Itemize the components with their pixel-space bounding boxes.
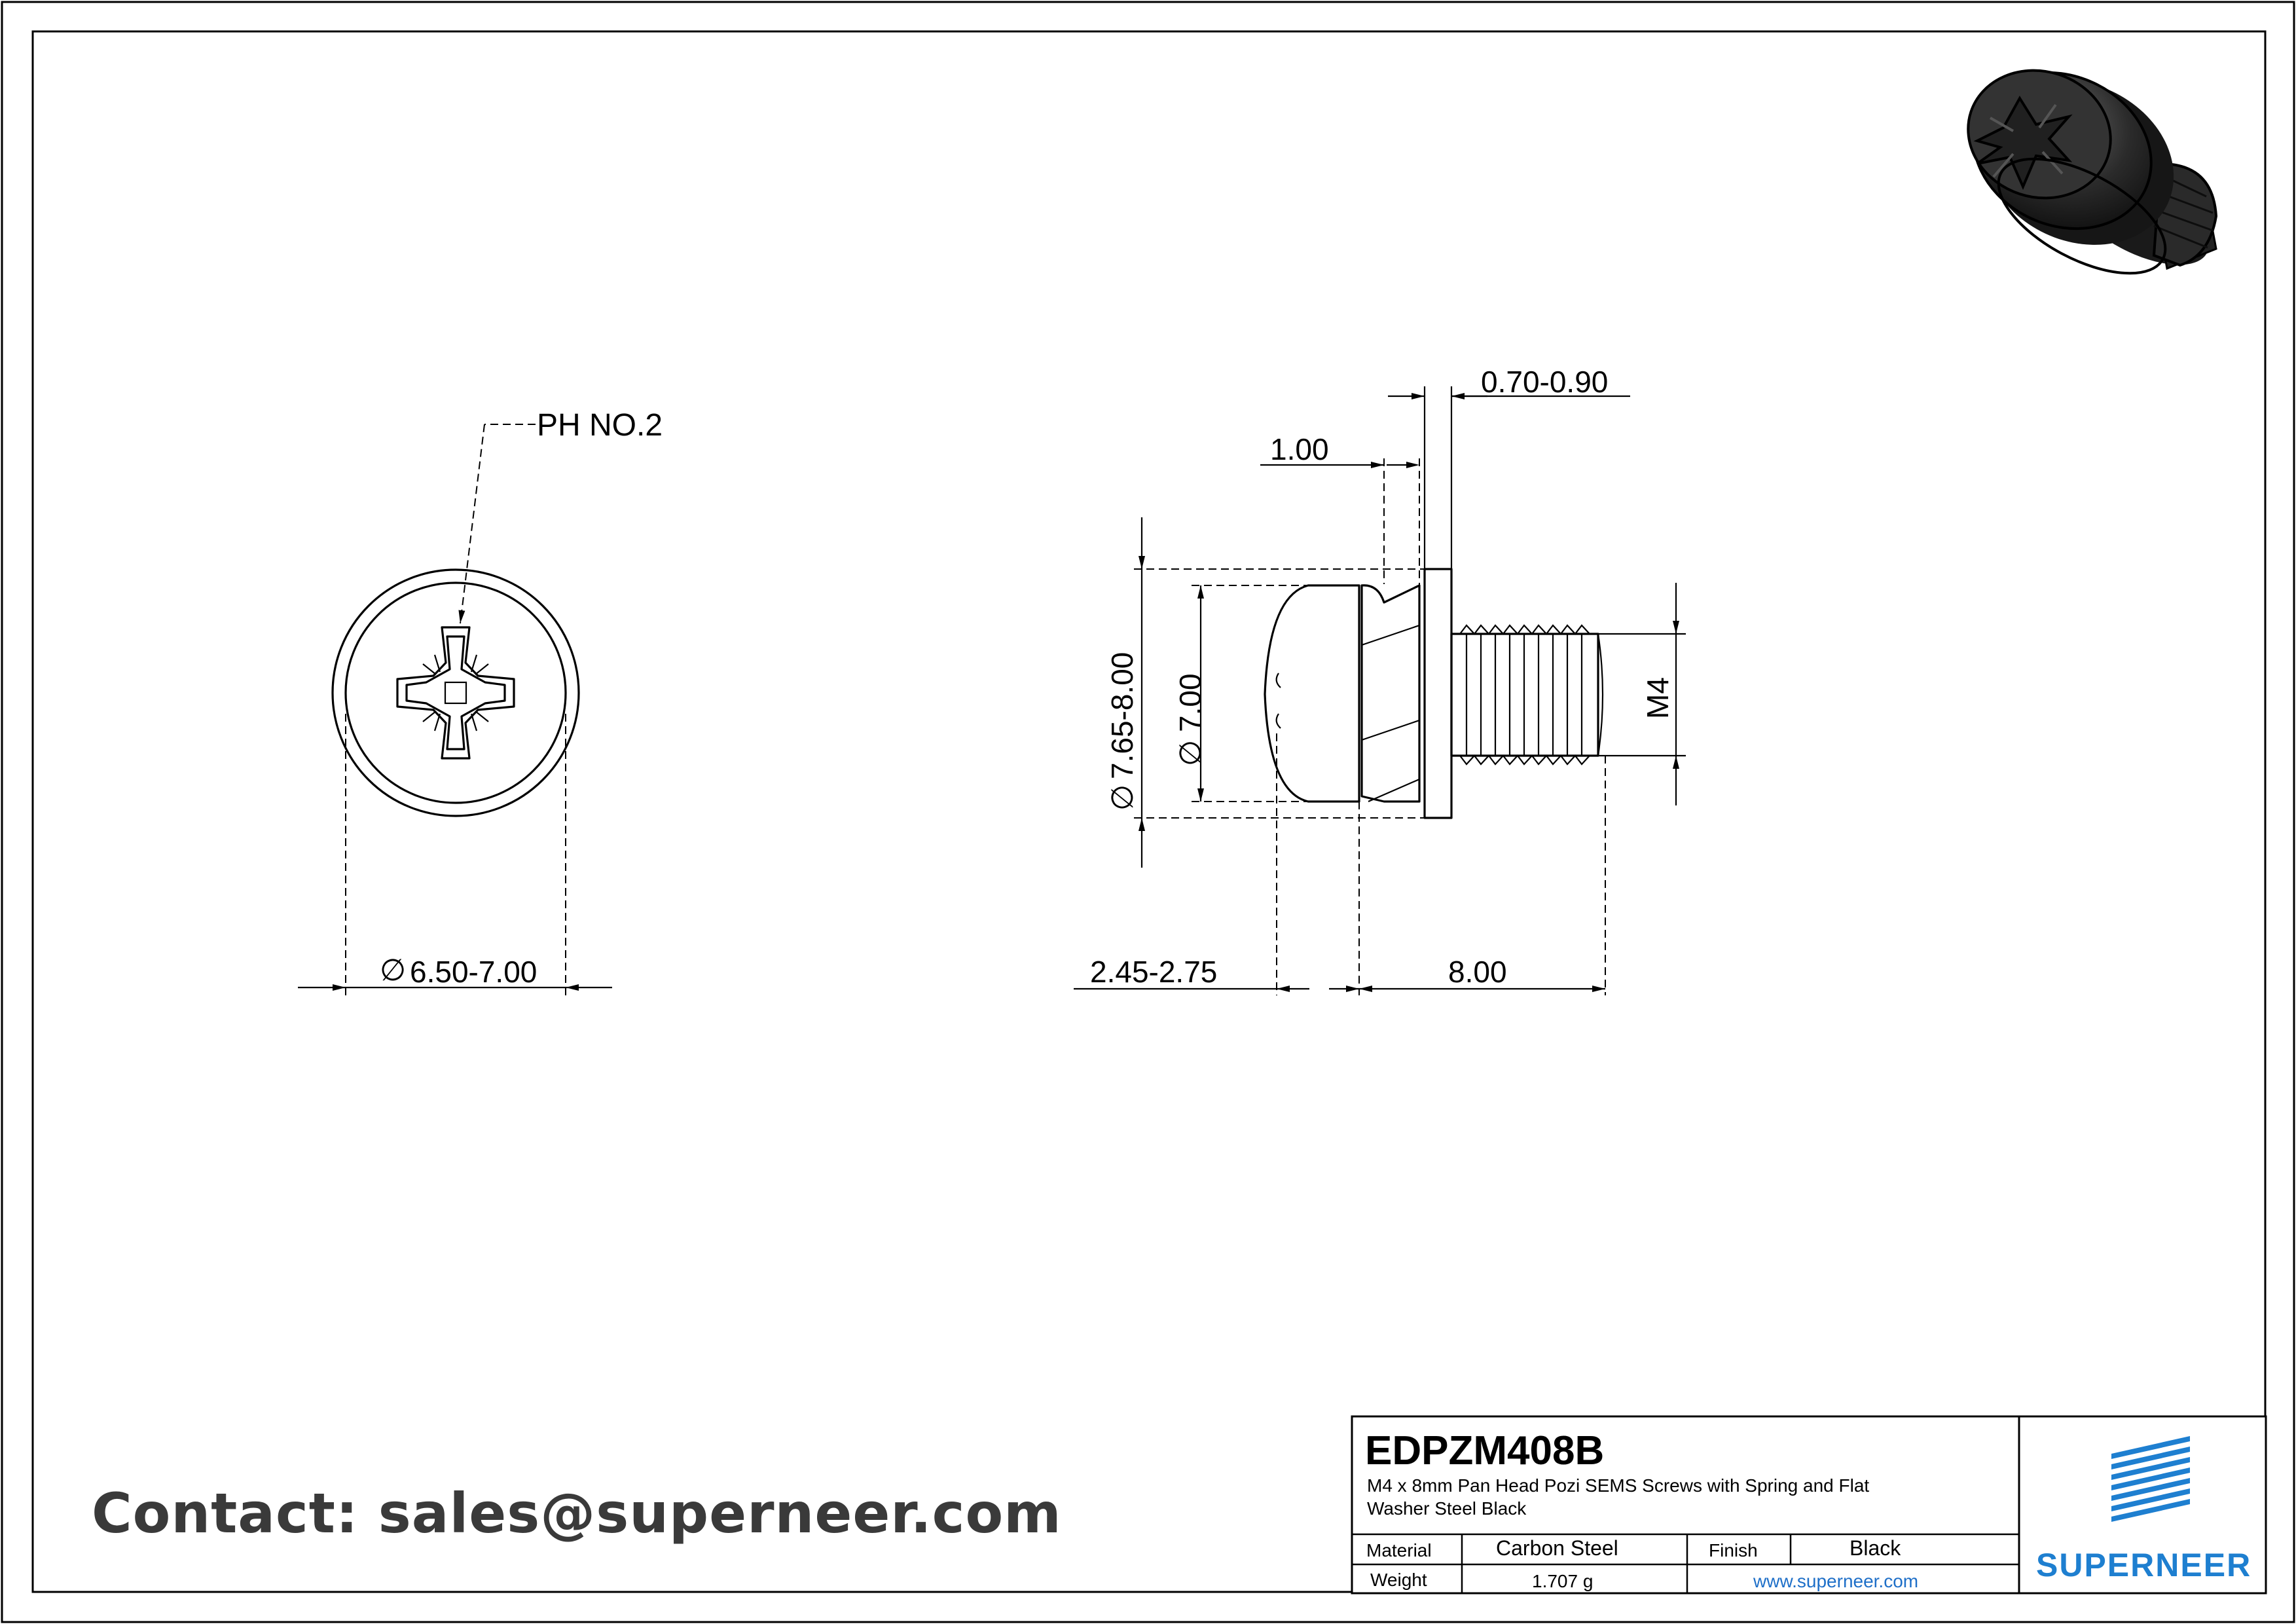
part-number: EDPZM408B: [1365, 1428, 1604, 1473]
side-view: 0.70-0.90 1.00 7.65-8.00 ∅ 7.00 ∅ M4: [1074, 365, 1686, 995]
description-line2: Washer Steel Black: [1367, 1498, 1527, 1519]
finish-label: Finish: [1709, 1540, 1758, 1560]
thread-dim: M4: [1641, 677, 1675, 719]
head-diameter-side-dim: 7.00: [1173, 673, 1207, 732]
brand-name: SUPERNEER: [2036, 1547, 2251, 1583]
diameter-symbol-outer: ∅: [1105, 784, 1139, 811]
screw-3d-render: [1967, 69, 2218, 275]
drive-callout: PH NO.2: [537, 408, 663, 443]
finish-value: Black: [1850, 1536, 1901, 1560]
description-line1: M4 x 8mm Pan Head Pozi SEMS Screws with …: [1367, 1475, 1869, 1496]
diameter-symbol-head: ∅: [1173, 740, 1207, 766]
diameter-symbol-front: ∅: [380, 953, 406, 987]
superneer-logo-icon: [2111, 1436, 2190, 1522]
website-link[interactable]: www.superneer.com: [1753, 1571, 1918, 1591]
head-diameter-dim: 6.50-7.00: [410, 955, 537, 989]
front-view: PH NO.2 ∅ 6.50-7.00: [298, 408, 663, 995]
spring-washer-dim: 1.00: [1270, 432, 1329, 466]
title-block: EDPZM408B M4 x 8mm Pan Head Pozi SEMS Sc…: [1351, 1415, 2267, 1595]
weight-label: Weight: [1370, 1570, 1427, 1590]
outer-diameter-dim: 7.65-8.00: [1105, 652, 1139, 779]
material-value: Carbon Steel: [1496, 1536, 1618, 1560]
flat-washer-thickness-dim: 0.70-0.90: [1481, 365, 1608, 399]
length-dim: 8.00: [1448, 955, 1507, 989]
material-label: Material: [1366, 1540, 1432, 1560]
inner-frame: [31, 30, 2267, 1593]
contact-email[interactable]: Contact: sales@superneer.com: [92, 1481, 1062, 1545]
weight-value: 1.707 g: [1532, 1571, 1593, 1591]
head-height-dim: 2.45-2.75: [1090, 955, 1217, 989]
